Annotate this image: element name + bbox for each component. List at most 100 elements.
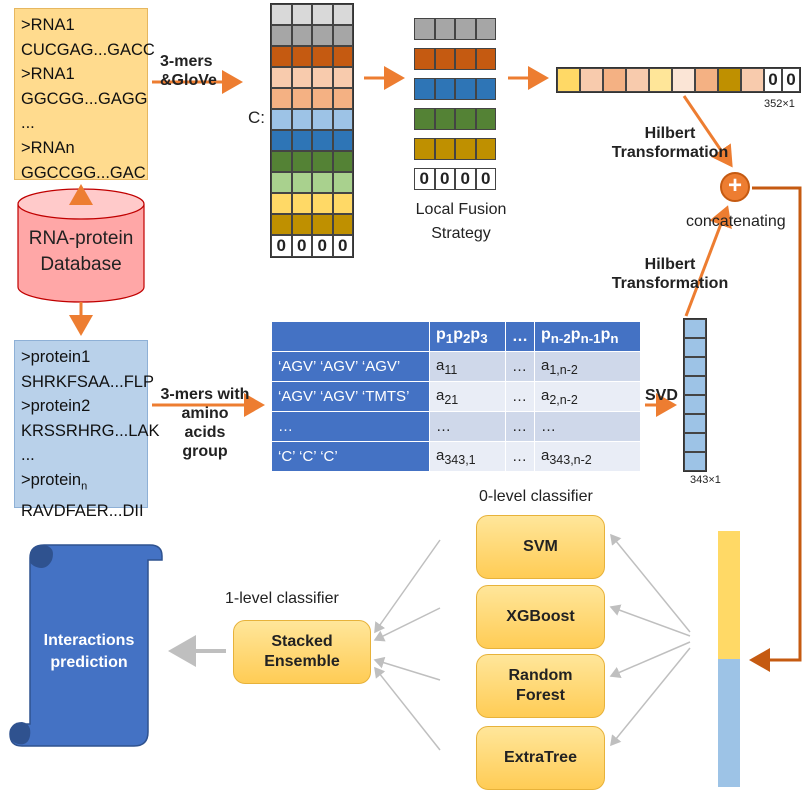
matrix-cell [291, 193, 312, 214]
vector-cell [684, 319, 706, 338]
zero-cell: 0 [312, 235, 333, 257]
matrix-row [271, 46, 353, 67]
matrix-cell [271, 25, 292, 46]
zero-cell: 0 [764, 68, 782, 92]
table-cell: ‘AGV’ ‘AGV’ ‘AGV’ [271, 351, 430, 382]
matrix-cell [312, 193, 333, 214]
protein-line: SHRKFSAA...FLP [21, 372, 154, 391]
protein-line: >proteinn [21, 470, 88, 493]
matrix-cell [271, 46, 292, 67]
matrix-cell [332, 130, 353, 151]
matrix-cell [291, 67, 312, 88]
matrix-cell [332, 193, 353, 214]
vector-cell [695, 68, 718, 92]
zero-cell: 0 [782, 68, 800, 92]
table-cell: … [505, 441, 535, 472]
matrix-row [414, 138, 498, 160]
table-row: … … … … [271, 411, 641, 442]
protein-vector-dim: 343×1 [690, 474, 721, 486]
table-cell: … [505, 411, 535, 442]
protein-line: ... [21, 446, 35, 465]
protein-feature-table: p1p2p3 … pn-2pn-1pn ‘AGV’ ‘AGV’ ‘AGV’ a1… [271, 321, 641, 472]
matrix-cell [312, 151, 333, 172]
protein-feature-vector [683, 318, 707, 472]
matrix-cell [291, 214, 312, 235]
matrix-row [414, 48, 498, 70]
table-row: ‘AGV’ ‘AGV’ ‘TMTS’ a21 … a2,n-2 [271, 381, 641, 412]
matrix-row [271, 151, 353, 172]
matrix-row [414, 108, 498, 130]
vector-cell [684, 414, 706, 433]
level1-label: 1-level classifier [225, 590, 339, 607]
matrix-cell [455, 48, 476, 70]
zero-cell: 0 [434, 168, 455, 190]
vector-cell [557, 68, 580, 92]
protein-line: >protein2 [21, 397, 91, 416]
matrix-row [271, 88, 353, 109]
matrix-cell [291, 130, 312, 151]
table-cell: … [271, 411, 430, 442]
table-cell: … [505, 351, 535, 382]
database-label-line2: Database [40, 254, 122, 275]
matrix-cell [312, 130, 333, 151]
table-header-row: p1p2p3 … pn-2pn-1pn [271, 321, 641, 352]
table-cell: ‘AGV’ ‘AGV’ ‘TMTS’ [271, 381, 430, 412]
matrix-cell [312, 214, 333, 235]
matrix-row [271, 4, 353, 25]
protein-line: >protein1 [21, 348, 91, 366]
matrix-row [271, 130, 353, 151]
vector-cell [684, 376, 706, 395]
vector-cell [649, 68, 672, 92]
matrix-row [271, 214, 353, 235]
matrix-cell [475, 78, 496, 100]
database-label: RNA-protein Database [18, 226, 144, 278]
matrix-cell [414, 108, 435, 130]
matrix-cell [414, 48, 435, 70]
table-cell: a11 [429, 351, 506, 382]
table-header-cell: … [505, 321, 535, 352]
matrix-cell [455, 108, 476, 130]
table-row: ‘AGV’ ‘AGV’ ‘AGV’ a11 … a1,n-2 [271, 351, 641, 382]
matrix-row [271, 67, 353, 88]
matrix-cell [312, 4, 333, 25]
protein-subscript: n [81, 480, 88, 493]
matrix-cell [414, 138, 435, 160]
matrix-cell [291, 151, 312, 172]
vector-cell [718, 68, 741, 92]
table-cell: … [429, 411, 506, 442]
vector-cell [603, 68, 626, 92]
gray-arrows-to-stacked [373, 539, 441, 751]
protein-sequence-box: >protein1 SHRKFSAA...FLP >protein2 KRSSR… [14, 340, 160, 520]
table-cell: … [534, 411, 641, 442]
protein-line: KRSSRHRG...LAK [21, 421, 160, 440]
classifier-extratree: ExtraTree [476, 726, 605, 790]
matrix-cell [455, 78, 476, 100]
scroll-shape [9, 544, 163, 747]
zero-cell: 0 [455, 168, 476, 190]
matrix-cell [271, 130, 292, 151]
classifier-xgboost: XGBoost [476, 585, 605, 649]
table-row: ‘C’ ‘C’ ‘C’ a343,1 … a343,n-2 [271, 441, 641, 472]
table-cell: a21 [429, 381, 506, 412]
kmers-rna-label: 3-mers&GloVe [160, 53, 217, 89]
matrix-cell [332, 88, 353, 109]
database-label-line1: RNA-protein [28, 228, 134, 249]
arrow-protvec-to-concat [684, 205, 732, 317]
matrix-row [271, 172, 353, 193]
matrix-cell [434, 108, 455, 130]
concatenating-label: concatenating [686, 213, 786, 230]
matrix-cell [455, 138, 476, 160]
matrix-cell [332, 172, 353, 193]
matrix-cell [475, 108, 496, 130]
matrix-cell [271, 109, 292, 130]
matrix-cell [271, 172, 292, 193]
matrix-cell [455, 18, 476, 40]
vector-cell [741, 68, 764, 92]
